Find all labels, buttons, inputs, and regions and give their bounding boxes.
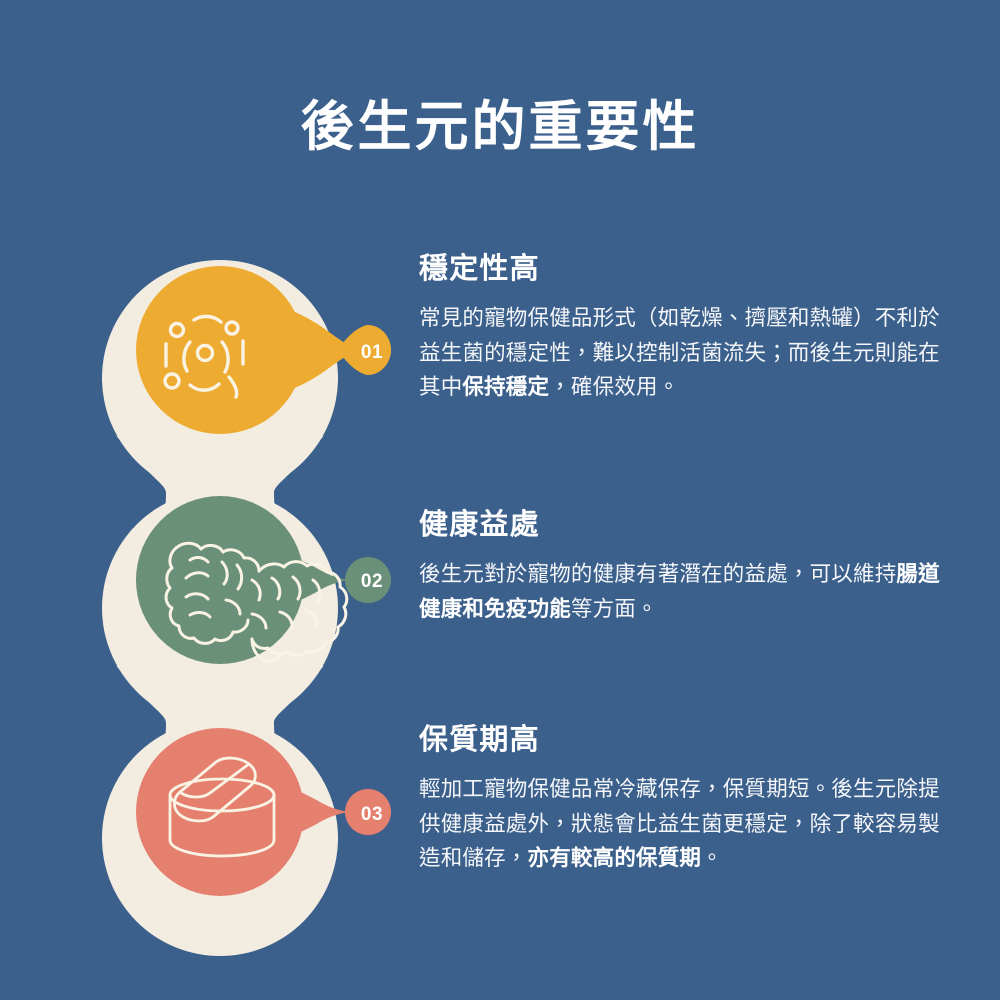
icon-circle-2	[136, 496, 304, 664]
icon-circle-3	[136, 728, 304, 896]
icon-circle-1	[136, 266, 304, 434]
number-badge-label-2: 02	[360, 571, 384, 592]
bacteria-icon	[163, 314, 245, 399]
section-body-1: 常見的寵物保健品形式（如乾燥、擠壓和熱罐）不利於益生菌的穩定性，難以控制活菌流失…	[419, 305, 940, 400]
section-text-3: 保質期高 輕加工寵物保健品常冷藏保存，保質期短。後生元除提供健康益處外，狀態會比…	[419, 723, 947, 876]
section-text-1: 穩定性高 常見的寵物保健品形式（如乾燥、擠壓和熱罐）不利於益生菌的穩定性，難以控…	[419, 252, 947, 405]
number-badge-label-3: 03	[360, 804, 384, 825]
number-badge-label-1: 01	[360, 342, 384, 363]
intestine-icon	[164, 541, 349, 663]
page-title: 後生元的重要性	[300, 97, 700, 157]
cream-backing-shape	[102, 260, 338, 956]
section-body-3: 輕加工寵物保健品常冷藏保存，保質期短。後生元除提供健康益處外，狀態會比益生菌更穩…	[419, 776, 940, 871]
section-text-2: 健康益處 後生元對於寵物的健康有著潛在的益處，可以維持腸道健康和免疫功能等方面。	[419, 508, 947, 626]
jar-with-open-lid-icon	[168, 756, 276, 858]
section-heading-3: 保質期高	[419, 724, 540, 756]
section-heading-1: 穩定性高	[419, 253, 540, 285]
section-body-2: 後生元對於寵物的健康有著潛在的益處，可以維持腸道健康和免疫功能等方面。	[419, 561, 940, 621]
section-heading-2: 健康益處	[419, 509, 540, 541]
